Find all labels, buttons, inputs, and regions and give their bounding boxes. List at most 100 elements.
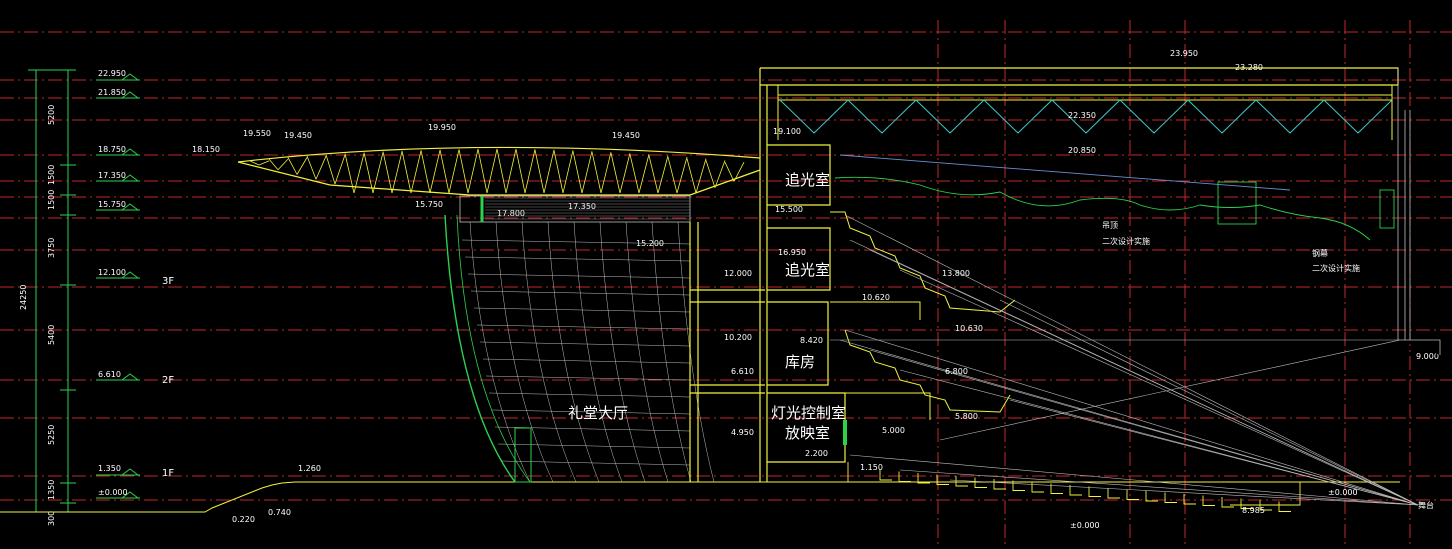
ground-elevations: 1.260 0.220 0.740 [232, 464, 321, 524]
elevation-label: 17.350 [568, 202, 596, 211]
elevation-label: 19.950 [428, 123, 456, 132]
wall-rib [521, 221, 577, 483]
roof-web-member [363, 152, 374, 194]
dim-label-total: 24250 [19, 285, 28, 310]
floor-mark-2f: 2F [162, 375, 174, 386]
sightline [939, 339, 1401, 441]
sightline [839, 339, 1419, 506]
left-elevation-marks [96, 73, 140, 499]
wall-transom [497, 443, 691, 449]
sightline [899, 269, 1419, 506]
elevation-label: 10.620 [862, 293, 890, 302]
elevation-label: 18.150 [192, 145, 220, 154]
horizontal-grid-lines [0, 31, 1452, 501]
stall-step [1278, 501, 1291, 512]
roof-web-member [401, 150, 412, 194]
annotation-notes: 吊顶 二次设计实施 钢幕 二次设计实施 舞台 [1102, 221, 1434, 510]
room-label-followspot-upper: 追光室 [785, 171, 830, 189]
floor-mark-1f: 1F [162, 468, 174, 479]
dim-label: 1500 [47, 165, 56, 185]
roof-web-member [686, 158, 697, 194]
elevation-label: 1.260 [298, 464, 321, 473]
elevation-label: 15.500 [775, 205, 803, 214]
elevation-label: ±0.000 [1070, 521, 1100, 530]
elevation-label: 12.000 [724, 269, 752, 278]
sightline [869, 249, 1419, 506]
roof-web-member [477, 149, 488, 194]
roof-web-member [315, 155, 327, 180]
elevation-label: 12.100 [98, 268, 126, 277]
stall-step [1240, 498, 1253, 509]
floor-marks: 3F 2F 1F [162, 276, 174, 479]
room-label-lighting-control: 灯光控制室 [771, 404, 846, 422]
elevation-label: 6.800 [945, 367, 968, 376]
roof-web-member [695, 158, 707, 194]
sightline [999, 299, 1419, 506]
service-tower [689, 67, 1399, 482]
stall-step [1259, 500, 1272, 511]
dim-label: 300 [47, 511, 56, 526]
floor-mark-3f: 3F [162, 276, 174, 287]
roof-web-member [382, 151, 393, 194]
room-label-followspot-lower: 追光室 [785, 261, 830, 279]
wall-transom [482, 358, 691, 364]
elevation-label: 17.350 [98, 171, 126, 180]
curtain-wall [444, 214, 715, 483]
elevation-label: 13.800 [942, 269, 970, 278]
wall-transom [485, 375, 691, 381]
stall-step [1031, 482, 1044, 493]
dim-label: 1350 [47, 480, 56, 500]
roof-web-member [667, 156, 678, 194]
roof-web-member [429, 150, 441, 194]
sightline [849, 454, 1419, 506]
roof-web-member [629, 154, 640, 194]
sightlines [830, 214, 1419, 506]
stall-step [917, 473, 930, 484]
door-marker [843, 420, 847, 445]
stall-step [993, 479, 1006, 490]
roof-web-member [714, 160, 726, 188]
room-label-lobby: 礼堂大厅 [568, 404, 628, 422]
elevation-label: ±0.000 [98, 488, 128, 497]
roof-web-member [458, 149, 469, 194]
roof-web-member [524, 149, 536, 194]
elevation-label: 9.000 [1416, 352, 1439, 361]
note-title: 吊顶 [1102, 221, 1118, 230]
roof-web-member [610, 153, 621, 194]
roof-web-member [420, 150, 431, 194]
stall-step [936, 474, 949, 485]
hall-truss-web [779, 99, 1393, 134]
stall-step [1088, 486, 1101, 497]
roof-web-member [372, 152, 384, 194]
stage-wall [1397, 68, 1441, 355]
elevation-label: 8.420 [800, 336, 823, 345]
wall-transom [461, 239, 691, 245]
roof-web-member [515, 149, 526, 194]
stall-step [1164, 492, 1177, 503]
note-text: 二次设计实施 [1312, 263, 1360, 273]
roof-web-member [334, 154, 346, 185]
elevation-label: 19.100 [773, 127, 801, 136]
dim-label: 3750 [47, 238, 56, 258]
roof-web-member [543, 149, 555, 194]
stall-step [1221, 497, 1234, 508]
wall-rib [599, 221, 646, 483]
tower-elevations: 19.100 15.500 16.950 12.000 10.200 8.420… [724, 127, 828, 458]
sightline [949, 479, 1419, 506]
lower-balcony [844, 329, 1011, 420]
elevation-label: 15.750 [415, 200, 443, 209]
wall-rib [651, 221, 692, 483]
roof-web-member [448, 149, 460, 194]
roof-web-member [600, 151, 612, 194]
hall-ceiling-panels [834, 154, 1395, 241]
elevation-label: 22.350 [1068, 111, 1096, 120]
wall-rib [625, 221, 669, 483]
roof-web-member [581, 151, 593, 194]
roof-elevations: 18.150 19.550 19.450 19.950 19.450 15.75… [192, 123, 664, 248]
elevation-label: 18.750 [98, 145, 126, 154]
roof-web-member [733, 162, 745, 182]
sightline [899, 469, 1419, 506]
roof-web-member [553, 150, 564, 194]
dim-label: 5200 [47, 105, 56, 125]
